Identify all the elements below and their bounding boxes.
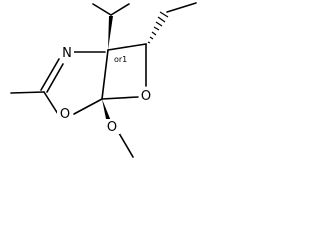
bond-c3-c4 [101,49,109,100]
hashed-wedge-c5-ethyl [147,11,169,44]
bond-c3-c5 [107,43,147,51]
ring-bonds [40,43,147,115]
bond-c2-n1-double-a [40,58,60,91]
bond-c4-o-ring1 [73,98,103,115]
bond-isopropyl-methyl-right [110,3,130,16]
bond-isopropyl-methyl-left [92,3,112,16]
stereo-label-c3: or1 [114,55,127,64]
atom-nitrogen: N [62,46,72,61]
bond-c2-n1-double-b [46,63,64,93]
molecule-structure: N O O O or1 [10,2,197,158]
bond-o-ring1-c2 [43,91,59,115]
wedge-c3-isopropyl [108,16,113,50]
atom-ring-oxygen-left: O [60,107,70,122]
bond-c2-methyl [10,91,45,94]
bond-o-ring2-c4 [101,96,139,100]
bond-ethyl-ch2-ch3 [166,2,197,13]
atom-labels: N O O O [57,45,154,135]
substituent-bonds [10,2,197,158]
atom-ring-oxygen-right: O [141,89,151,104]
stereo-wedges [102,11,169,124]
stereo-descriptors: or1 [114,55,127,64]
wedge-c4-o-methoxy [102,99,111,124]
atom-methoxy-oxygen: O [107,120,117,135]
